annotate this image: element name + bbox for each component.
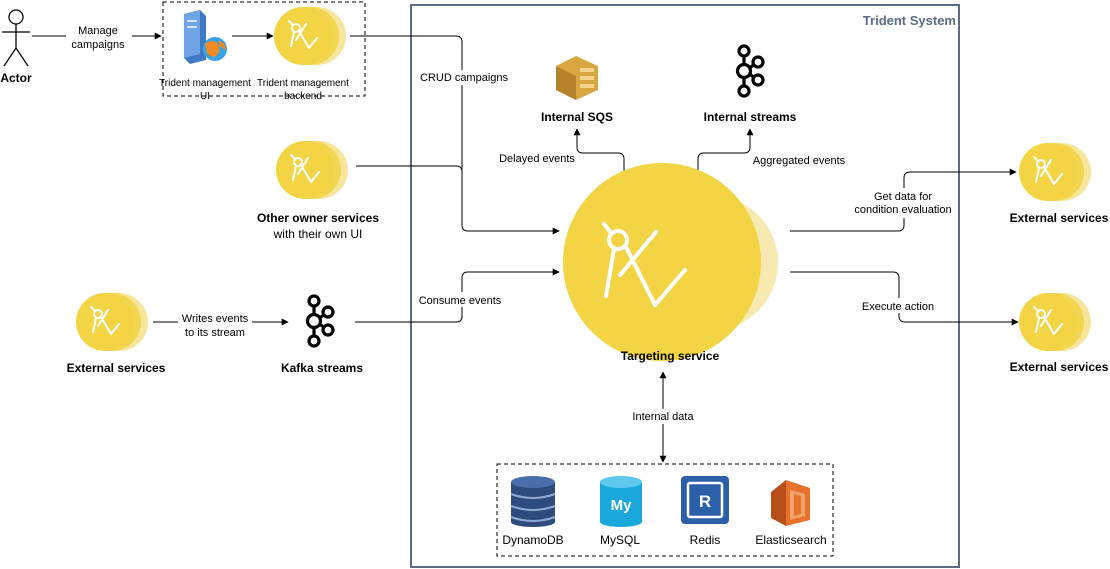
redis-label: Redis xyxy=(690,533,721,547)
internal-sqs-label: Internal SQS xyxy=(541,110,613,124)
label-delayed-events: Delayed events xyxy=(499,153,575,165)
label-aggregated-events: Aggregated events xyxy=(753,155,846,167)
redis-icon: R xyxy=(681,476,729,524)
actor-label: Actor xyxy=(0,71,32,85)
label-execute-action: Execute action xyxy=(862,301,934,313)
label-manage-campaigns-1: Manage xyxy=(78,25,118,37)
mysql-icon-text: My xyxy=(611,497,632,514)
server-globe-icon xyxy=(184,10,227,64)
other-owner-label-1: Other owner services xyxy=(257,211,379,225)
edge-crud-campaigns xyxy=(350,35,560,235)
label-writes-events-2: to its stream xyxy=(185,327,245,339)
external-right-bottom-label: External services xyxy=(1010,360,1109,374)
edge-aggregated-events xyxy=(694,128,754,179)
edge-execute-action xyxy=(790,271,1019,326)
label-get-data-1: Get data for xyxy=(874,191,932,203)
label-get-data-2: condition evaluation xyxy=(854,204,951,216)
mgmt-backend-service-icon xyxy=(273,6,347,66)
database-group xyxy=(496,463,834,557)
other-owner-label-2: with their own UI xyxy=(273,227,363,241)
dynamodb-label: DynamoDB xyxy=(502,533,563,547)
label-internal-data: Internal data xyxy=(632,411,694,423)
external-left-label: External services xyxy=(67,361,166,375)
external-right-bottom-service-icon xyxy=(1018,292,1092,352)
kafka-label: Kafka streams xyxy=(281,361,363,375)
label-consume-events: Consume events xyxy=(419,295,502,307)
trident-system-title: Trident System xyxy=(863,13,956,28)
sqs-icon xyxy=(556,56,598,100)
dynamodb-icon xyxy=(510,476,556,527)
mgmt-ui-label-1: Trident management xyxy=(159,78,251,89)
other-owner-service-icon xyxy=(275,140,349,200)
external-left-service-icon xyxy=(75,292,149,352)
mgmt-backend-label-2: backend xyxy=(284,91,322,102)
mysql-label: MySQL xyxy=(600,533,640,547)
external-right-top-service-icon xyxy=(1018,142,1092,202)
edge-other-owner xyxy=(356,165,463,225)
label-writes-events-1: Writes events xyxy=(182,313,249,325)
mgmt-ui-label-2: UI xyxy=(200,91,210,102)
mgmt-backend-label-1: Trident management xyxy=(257,78,349,89)
elasticsearch-icon xyxy=(771,480,810,526)
targeting-service-icon xyxy=(563,163,778,361)
management-group xyxy=(162,1,366,97)
redis-icon-text: R xyxy=(699,492,711,511)
internal-streams-label: Internal streams xyxy=(704,110,797,124)
kafka-icon xyxy=(305,294,335,348)
trident-system-boundary xyxy=(410,4,960,568)
external-right-top-label: External services xyxy=(1010,211,1109,225)
actor-icon xyxy=(2,9,30,67)
edge-delayed-events xyxy=(573,128,628,179)
internal-streams-icon xyxy=(735,44,765,98)
label-manage-campaigns-2: campaigns xyxy=(71,39,125,51)
label-crud-campaigns: CRUD campaigns xyxy=(420,72,509,84)
targeting-service-label: Targeting service xyxy=(621,349,720,363)
elasticsearch-label: Elasticsearch xyxy=(755,533,826,547)
mysql-icon: My xyxy=(600,476,642,527)
